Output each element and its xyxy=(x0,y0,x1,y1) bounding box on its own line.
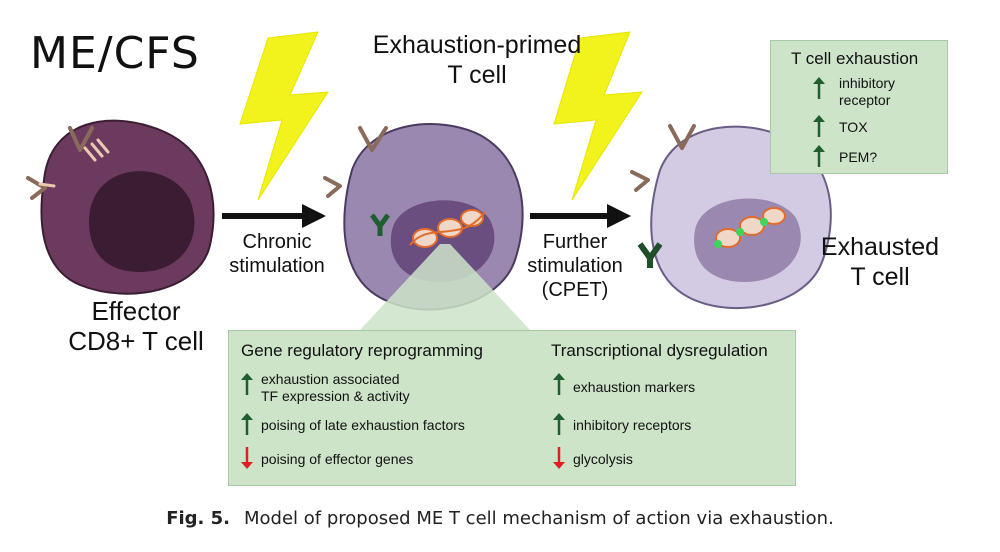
zoom-wedge xyxy=(360,244,530,330)
gene-regulatory-title: Gene regulatory reprogramming xyxy=(241,341,483,360)
lightning-bolt-left xyxy=(239,31,329,201)
right-item-exhaustion-markers: exhaustion markers xyxy=(573,379,696,395)
exhaustion-item-tox: TOX xyxy=(839,119,868,135)
caption-label: Fig. 5. xyxy=(166,508,231,529)
chromatin-icon xyxy=(714,207,786,248)
receptor-icon xyxy=(26,126,94,200)
up-arrow-icon xyxy=(813,77,825,99)
inhibitory-receptor-icon xyxy=(637,242,663,268)
inhibitory-receptor-icon xyxy=(369,213,391,236)
exhaustion-item-pem: PEM? xyxy=(839,149,878,165)
caption-text: Model of proposed ME T cell mechanism of… xyxy=(244,508,834,529)
diagram-title: ME/CFS xyxy=(30,28,200,79)
left-item-effector-genes: poising of effector genes xyxy=(261,451,414,467)
up-arrow-icon xyxy=(241,373,253,395)
figure-caption: Fig. 5. Model of proposed ME T cell mecha… xyxy=(0,508,1000,529)
receptor-icon xyxy=(323,126,388,198)
primed-cell-label: Exhaustion-primed T cell xyxy=(372,31,582,89)
further-stimulation-label: Further stimulation (CPET) xyxy=(527,231,623,301)
up-arrow-icon xyxy=(813,115,825,137)
up-arrow-icon xyxy=(553,373,565,395)
left-item-late-exhaustion: poising of late exhaustion factors xyxy=(261,417,465,433)
exhaustion-summary-title: T cell exhaustion xyxy=(791,49,919,68)
transcriptional-title: Transcriptional dysregulation xyxy=(551,341,768,360)
effector-cell xyxy=(26,119,215,295)
up-arrow-icon xyxy=(553,413,565,435)
chromatin-icon xyxy=(409,209,486,248)
exhaustion-summary-box: T cell exhaustion inhibitory receptor TO… xyxy=(770,40,948,174)
exhaustion-item-inhibitory-receptor: inhibitory receptor xyxy=(839,75,896,108)
right-item-glycolysis: glycolysis xyxy=(573,451,633,467)
receptor-icon xyxy=(630,124,696,192)
stimulation-arrowhead-1 xyxy=(302,204,326,228)
right-item-inhibitory-receptors: inhibitory receptors xyxy=(573,417,692,433)
up-arrow-icon xyxy=(241,413,253,435)
down-arrow-icon xyxy=(553,447,565,469)
left-item-tf-expression: exhaustion associated TF expression & ac… xyxy=(261,371,410,404)
stimulation-arrowhead-2 xyxy=(607,204,631,228)
lightning-bolt-right xyxy=(553,31,643,201)
mechanism-detail-box: Gene regulatory reprogramming exhaustion… xyxy=(228,330,796,486)
effector-cell-label: Effector CD8+ T cell xyxy=(68,296,204,356)
down-arrow-icon xyxy=(241,447,253,469)
primed-cell xyxy=(323,123,524,311)
chronic-stimulation-label: Chronic stimulation xyxy=(229,231,325,277)
exhausted-cell-label: Exhausted T cell xyxy=(820,233,940,291)
up-arrow-icon xyxy=(813,145,825,167)
